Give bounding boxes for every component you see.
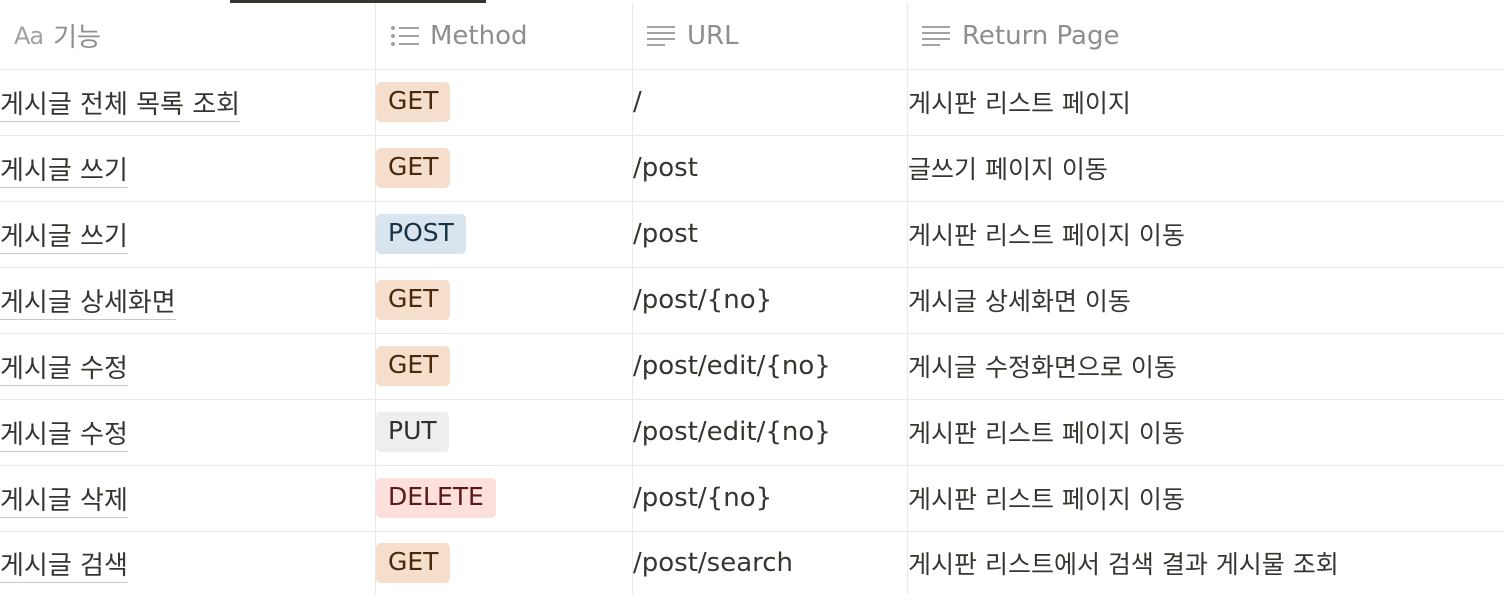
url-cell[interactable]: /post bbox=[632, 201, 908, 268]
return-page-text: 게시판 리스트 페이지 bbox=[908, 89, 1131, 118]
method-tag: GET bbox=[376, 543, 451, 584]
column-header-label: Return Page bbox=[962, 20, 1120, 51]
return-page-cell[interactable]: 게시판 리스트 페이지 bbox=[907, 69, 1504, 136]
feature-cell[interactable]: 게시글 검색 bbox=[0, 531, 376, 595]
url-cell[interactable]: /post/edit/{no} bbox=[632, 399, 908, 466]
method-tag: GET bbox=[376, 346, 451, 386]
feature-link[interactable]: 게시글 수정 bbox=[0, 419, 128, 452]
return-page-text: 게시판 리스트에서 검색 결과 게시물 조회 bbox=[908, 550, 1339, 580]
text-property-icon: Aa bbox=[14, 21, 44, 50]
method-cell[interactable]: GET bbox=[375, 333, 633, 400]
table-row[interactable]: 게시글 검색 GET /post/search 게시판 리스트에서 검색 결과 … bbox=[0, 531, 1504, 595]
url-text: /post/edit/{no} bbox=[633, 351, 831, 381]
feature-link[interactable]: 게시글 쓰기 bbox=[0, 155, 128, 188]
url-text: /post/{no} bbox=[633, 285, 773, 315]
feature-cell[interactable]: 게시글 상세화면 bbox=[0, 267, 376, 334]
method-tag: PUT bbox=[376, 412, 449, 452]
table-row[interactable]: 게시글 수정 GET /post/edit/{no} 게시글 수정화면으로 이동 bbox=[0, 333, 1504, 400]
feature-link[interactable]: 게시글 검색 bbox=[0, 550, 128, 583]
method-cell[interactable]: GET bbox=[375, 69, 633, 136]
url-cell[interactable]: / bbox=[632, 69, 908, 136]
return-page-text: 게시글 상세화면 이동 bbox=[908, 287, 1131, 316]
url-text: /post/edit/{no} bbox=[633, 417, 831, 447]
lines-property-icon bbox=[922, 25, 952, 47]
column-header-feature[interactable]: Aa 기능 bbox=[0, 3, 376, 70]
active-tab-indicator bbox=[230, 0, 486, 3]
feature-cell[interactable]: 게시글 전체 목록 조회 bbox=[0, 69, 376, 136]
method-tag: GET bbox=[376, 82, 451, 122]
return-page-cell[interactable]: 게시판 리스트 페이지 이동 bbox=[907, 465, 1504, 532]
table-row[interactable]: 게시글 쓰기 GET /post 글쓰기 페이지 이동 bbox=[0, 135, 1504, 202]
url-text: /post/{no} bbox=[633, 483, 773, 513]
url-cell[interactable]: /post/edit/{no} bbox=[632, 333, 908, 400]
url-text: /post bbox=[633, 153, 698, 183]
method-cell[interactable]: GET bbox=[375, 531, 633, 595]
feature-link[interactable]: 게시글 전체 목록 조회 bbox=[0, 89, 241, 122]
feature-cell[interactable]: 게시글 쓰기 bbox=[0, 135, 376, 202]
return-page-cell[interactable]: 게시글 상세화면 이동 bbox=[907, 267, 1504, 334]
table-header-row: Aa 기능 Meth bbox=[0, 3, 1504, 70]
column-header-return-page[interactable]: Return Page bbox=[907, 3, 1504, 70]
url-cell[interactable]: /post/{no} bbox=[632, 267, 908, 334]
column-header-method[interactable]: Method bbox=[375, 3, 633, 70]
url-cell[interactable]: /post/search bbox=[632, 531, 908, 595]
table-row[interactable]: 게시글 상세화면 GET /post/{no} 게시글 상세화면 이동 bbox=[0, 267, 1504, 334]
feature-link[interactable]: 게시글 삭제 bbox=[0, 485, 128, 518]
table-row[interactable]: 게시글 삭제 DELETE /post/{no} 게시판 리스트 페이지 이동 bbox=[0, 465, 1504, 532]
feature-link[interactable]: 게시글 수정 bbox=[0, 353, 128, 386]
feature-link[interactable]: 게시글 쓰기 bbox=[0, 221, 128, 254]
return-page-text: 게시글 수정화면으로 이동 bbox=[908, 353, 1177, 382]
method-cell[interactable]: GET bbox=[375, 267, 633, 334]
list-property-icon bbox=[390, 25, 420, 47]
method-cell[interactable]: POST bbox=[375, 201, 633, 268]
column-header-label: Method bbox=[430, 20, 528, 51]
method-cell[interactable]: GET bbox=[375, 135, 633, 202]
method-cell[interactable]: PUT bbox=[375, 399, 633, 466]
url-text: / bbox=[633, 87, 642, 117]
feature-cell[interactable]: 게시글 수정 bbox=[0, 333, 376, 400]
table-row[interactable]: 게시글 전체 목록 조회 GET / 게시판 리스트 페이지 bbox=[0, 69, 1504, 136]
url-cell[interactable]: /post/{no} bbox=[632, 465, 908, 532]
method-cell[interactable]: DELETE bbox=[375, 465, 633, 532]
return-page-text: 글쓰기 페이지 이동 bbox=[908, 155, 1108, 184]
feature-link[interactable]: 게시글 상세화면 bbox=[0, 287, 176, 320]
column-header-label: 기능 bbox=[53, 23, 101, 54]
return-page-text: 게시판 리스트 페이지 이동 bbox=[908, 419, 1185, 448]
return-page-cell[interactable]: 게시판 리스트 페이지 이동 bbox=[907, 201, 1504, 268]
url-text: /post bbox=[633, 219, 698, 249]
return-page-cell[interactable]: 게시판 리스트 페이지 이동 bbox=[907, 399, 1504, 466]
method-tag: GET bbox=[376, 148, 451, 188]
column-header-label: URL bbox=[687, 20, 739, 51]
column-header-url[interactable]: URL bbox=[632, 3, 908, 70]
method-tag: POST bbox=[376, 214, 466, 254]
return-page-cell[interactable]: 게시글 수정화면으로 이동 bbox=[907, 333, 1504, 400]
feature-cell[interactable]: 게시글 수정 bbox=[0, 399, 376, 466]
method-tag: GET bbox=[376, 280, 451, 320]
return-page-text: 게시판 리스트 페이지 이동 bbox=[908, 221, 1185, 250]
lines-property-icon bbox=[647, 25, 677, 47]
method-tag: DELETE bbox=[376, 478, 496, 518]
table-row[interactable]: 게시글 쓰기 POST /post 게시판 리스트 페이지 이동 bbox=[0, 201, 1504, 268]
return-page-cell[interactable]: 게시판 리스트에서 검색 결과 게시물 조회 bbox=[908, 531, 1504, 595]
url-text: /post/search bbox=[633, 548, 794, 579]
return-page-text: 게시판 리스트 페이지 이동 bbox=[908, 485, 1185, 514]
api-table: Aa 기능 Meth bbox=[0, 3, 1504, 595]
table-row[interactable]: 게시글 수정 PUT /post/edit/{no} 게시판 리스트 페이지 이… bbox=[0, 399, 1504, 466]
feature-cell[interactable]: 게시글 쓰기 bbox=[0, 201, 376, 268]
return-page-cell[interactable]: 글쓰기 페이지 이동 bbox=[907, 135, 1504, 202]
feature-cell[interactable]: 게시글 삭제 bbox=[0, 465, 376, 532]
url-cell[interactable]: /post bbox=[632, 135, 908, 202]
